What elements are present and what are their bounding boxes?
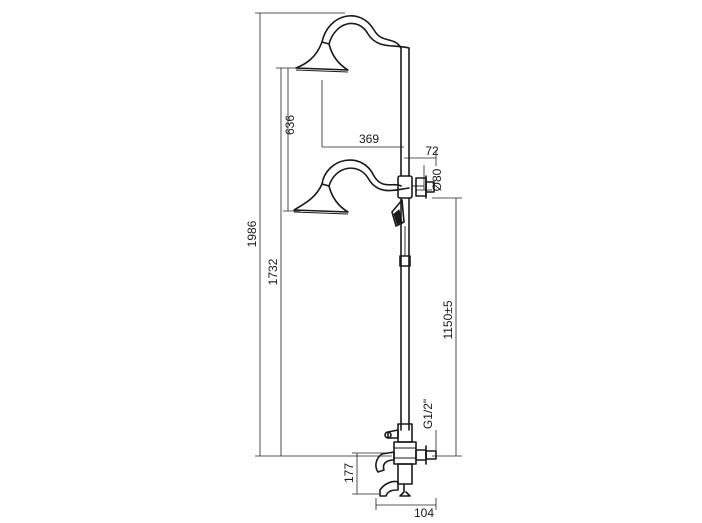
label-head-drop: 636 — [283, 115, 297, 135]
dimension-lines — [255, 12, 462, 510]
label-thread: G1/2" — [421, 399, 435, 429]
label-bracket-diameter: Ø80 — [430, 168, 444, 191]
label-wall-offset: 72 — [425, 144, 439, 158]
diverter-bracket — [397, 175, 435, 199]
lower-gooseneck-arm — [321, 159, 410, 192]
riser-pipe — [400, 47, 410, 431]
label-spout-height: 177 — [342, 463, 356, 483]
label-head-height: 1732 — [266, 258, 280, 285]
upper-shower-head — [295, 41, 349, 73]
dimension-labels: 1986 1732 636 369 72 Ø80 1150±5 G1/2" 17… — [245, 115, 455, 520]
mixer-lever — [375, 451, 395, 473]
bath-spout — [379, 463, 413, 497]
hand-shower — [391, 199, 411, 267]
label-inlet-height: 1150±5 — [441, 300, 455, 339]
lower-shower-head — [293, 183, 349, 215]
label-total-height: 1986 — [245, 220, 259, 247]
label-spout-reach: 104 — [414, 506, 434, 520]
label-arm-reach: 369 — [359, 132, 379, 146]
upper-gooseneck-arm — [321, 14, 410, 49]
